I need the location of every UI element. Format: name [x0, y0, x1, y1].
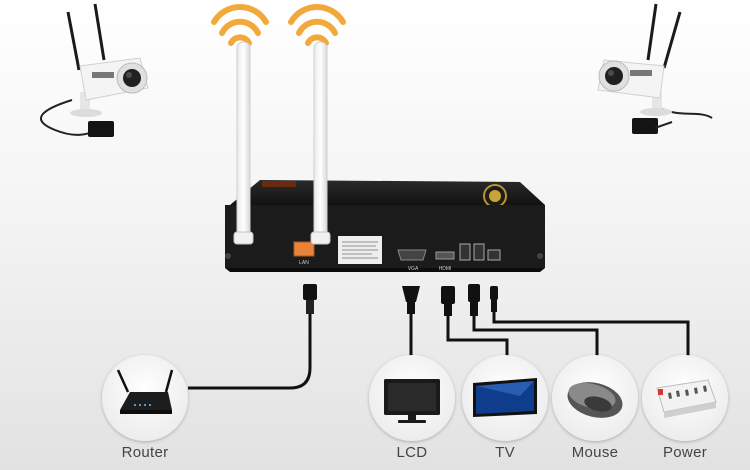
- connection-cables: [188, 312, 690, 390]
- hdmi-port-label: HDMI: [439, 266, 452, 272]
- antenna: [310, 41, 331, 245]
- router-label: Router: [121, 444, 169, 461]
- power-device: [642, 355, 728, 441]
- mouse-icon: [567, 382, 623, 418]
- ip-camera-icon: [597, 3, 713, 134]
- power-label: Power: [662, 444, 708, 461]
- monitor-icon: [384, 379, 440, 423]
- router-device: [102, 355, 188, 441]
- wifi-signal-icon: [288, 3, 346, 46]
- tv-icon: [473, 378, 537, 417]
- nvr-recorder: LAN VGA HDMI: [225, 180, 545, 272]
- antenna: [233, 41, 254, 245]
- mouse-device: [552, 355, 638, 441]
- ip-camera-icon: [40, 3, 149, 137]
- lcd-label: LCD: [396, 444, 428, 461]
- tv-label: TV: [495, 444, 515, 461]
- mouse-label: Mouse: [571, 444, 619, 461]
- vga-port-label: VGA: [408, 266, 419, 272]
- lcd-device: [369, 355, 455, 441]
- tv-device: [462, 355, 548, 441]
- wifi-signal-icon: [211, 3, 269, 46]
- router-icon: [116, 369, 174, 414]
- connector-plugs: [303, 284, 498, 316]
- lan-port-label: LAN: [299, 260, 309, 266]
- power-strip-icon: [656, 379, 717, 418]
